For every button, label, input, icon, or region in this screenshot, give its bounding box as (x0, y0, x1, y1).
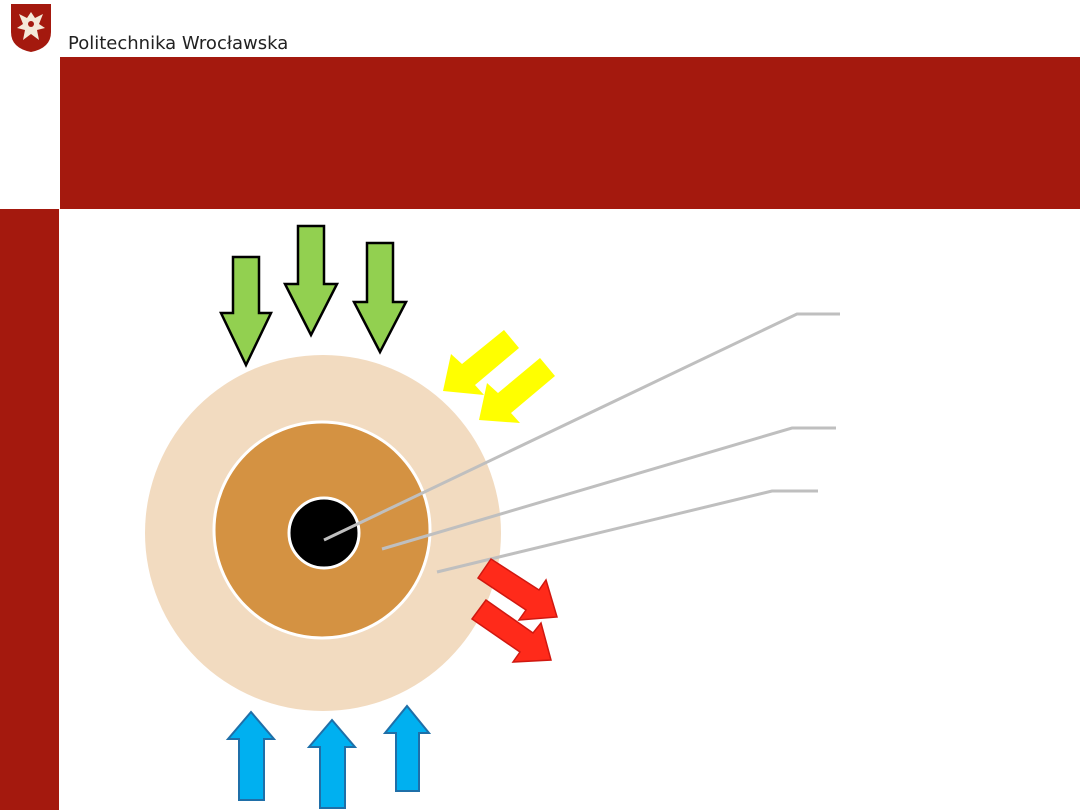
blue-arrow-2 (306, 718, 358, 809)
title-band (60, 57, 1080, 209)
leader-line-outer (436, 489, 818, 574)
left-band (0, 209, 59, 810)
green-arrow-2 (282, 224, 340, 338)
yellow-arrow-1 (443, 330, 519, 395)
leader-line-middle (381, 426, 836, 551)
eagle-crest-logo (11, 4, 51, 52)
green-arrow-3 (351, 241, 409, 355)
core (287, 496, 361, 570)
blue-arrow-3 (382, 704, 432, 792)
yellow-arrow-2 (479, 358, 555, 423)
blue-arrow-1 (225, 710, 277, 801)
green-arrow-1 (219, 255, 273, 368)
red-arrow-1 (476, 557, 558, 621)
leader-line-core (323, 312, 840, 542)
university-name: Politechnika Wrocławska (68, 33, 289, 54)
red-arrow-2 (470, 598, 552, 663)
